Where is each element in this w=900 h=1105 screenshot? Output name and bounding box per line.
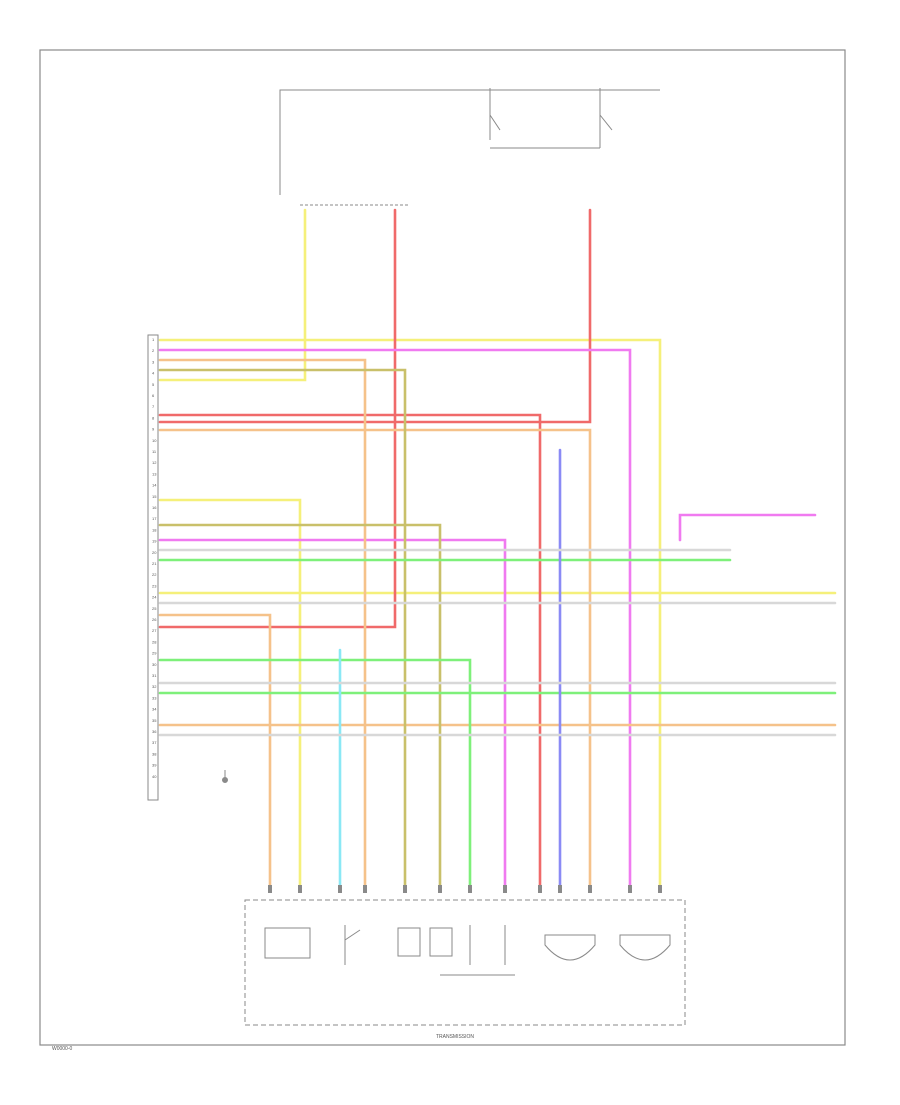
connector-pin-label: 20 xyxy=(152,550,157,555)
connector-pin-label: 40 xyxy=(152,774,157,779)
wire-terminal xyxy=(403,885,407,893)
connector-pin-label: 27 xyxy=(152,628,157,633)
solenoid-icon-2 xyxy=(429,927,453,957)
connector-pin-label: 19 xyxy=(152,539,157,544)
wire-pink-2 xyxy=(158,538,507,892)
page-code: W0000-0 xyxy=(52,1046,73,1052)
connector-pin-label: 23 xyxy=(152,583,157,588)
connector-pin-label: 31 xyxy=(152,673,157,678)
connector-pin-label: 9 xyxy=(152,427,155,432)
wire-orange-2 xyxy=(158,428,592,892)
wire-terminal xyxy=(363,885,367,893)
wire-terminal xyxy=(588,885,592,893)
connector-pin-label: 4 xyxy=(152,371,155,376)
wire-orange-1 xyxy=(158,358,367,892)
wire-terminal xyxy=(338,885,342,893)
connector-pin-label: 7 xyxy=(152,404,155,409)
connector-pin-label: 28 xyxy=(152,639,157,644)
speed-sensor-icon xyxy=(544,934,596,961)
connector-pin-label: 34 xyxy=(152,707,157,712)
transmission-box xyxy=(244,899,686,1026)
connector-pin-label: 38 xyxy=(152,751,157,756)
wire-yellow-vertical xyxy=(158,208,307,382)
wire-red-vertical xyxy=(158,208,397,629)
wire-terminal xyxy=(628,885,632,893)
wire-yellow-right xyxy=(158,338,662,892)
wire-red-1 xyxy=(158,413,542,892)
connector-pin-label: 11 xyxy=(152,449,157,454)
connector-pin-label: 15 xyxy=(152,494,157,499)
wire-terminal xyxy=(503,885,507,893)
wire-red-2 xyxy=(158,208,592,424)
component-terminals xyxy=(268,885,662,893)
wire-terminal xyxy=(438,885,442,893)
wire-pink-1 xyxy=(158,348,632,892)
connector-pin-label: 13 xyxy=(152,471,157,476)
connector-pin-label: 37 xyxy=(152,740,157,745)
diagram-frame xyxy=(39,49,846,1046)
wire-terminal xyxy=(468,885,472,893)
wire-pink-3 xyxy=(678,513,817,542)
speed-sensor-icon-2 xyxy=(619,934,671,961)
connector-pin-label: 14 xyxy=(152,483,157,488)
connector-pin-label: 21 xyxy=(152,561,157,566)
wire-terminal xyxy=(268,885,272,893)
wire-terminal xyxy=(298,885,302,893)
wire-olive-1 xyxy=(158,368,407,892)
ecm-connector xyxy=(147,334,159,801)
connector-pin-label: 3 xyxy=(152,359,155,364)
connector-pin-label: 26 xyxy=(152,617,157,622)
connector-pin-label: 36 xyxy=(152,729,157,734)
wire-green-2 xyxy=(158,658,472,892)
connector-pin-label: 6 xyxy=(152,393,155,398)
transmission-components xyxy=(264,925,671,976)
connector-pin-label: 32 xyxy=(152,684,157,689)
connector-pin-labels: 1234567891011121314151617181920212223242… xyxy=(152,337,157,779)
wire-terminal xyxy=(558,885,562,893)
connector-pin-label: 18 xyxy=(152,527,157,532)
connector-pin-label: 8 xyxy=(152,415,155,420)
ground-icon xyxy=(222,770,228,783)
wire-orange-3 xyxy=(158,613,272,892)
solenoid-icon xyxy=(397,927,421,957)
fuse-block xyxy=(279,88,660,206)
connector-pin-label: 33 xyxy=(152,695,157,700)
wire-terminal xyxy=(658,885,662,893)
connector-pin-label: 24 xyxy=(152,595,157,600)
connector-pin-label: 16 xyxy=(152,505,157,510)
connector-pin-label: 12 xyxy=(152,460,157,465)
wire-yellow-2 xyxy=(158,498,302,892)
connector-pin-label: 1 xyxy=(152,337,155,342)
wire-terminal xyxy=(538,885,542,893)
transmission-label: TRANSMISSION xyxy=(436,1034,474,1040)
connector-pin-label: 30 xyxy=(152,662,157,667)
connector-pin-label: 29 xyxy=(152,651,157,656)
wire-olive-2 xyxy=(158,523,442,892)
connector-pin-label: 5 xyxy=(152,382,155,387)
connector-pin-label: 10 xyxy=(152,438,157,443)
connector-pin-label: 17 xyxy=(152,516,157,521)
connector-pin-label: 39 xyxy=(152,763,157,768)
connector-pin-label: 25 xyxy=(152,606,157,611)
connector-pin-label: 35 xyxy=(152,718,157,723)
temp-sensor-icon xyxy=(264,927,311,959)
connector-pin-label: 22 xyxy=(152,572,157,577)
connector-pin-label: 2 xyxy=(152,348,155,353)
